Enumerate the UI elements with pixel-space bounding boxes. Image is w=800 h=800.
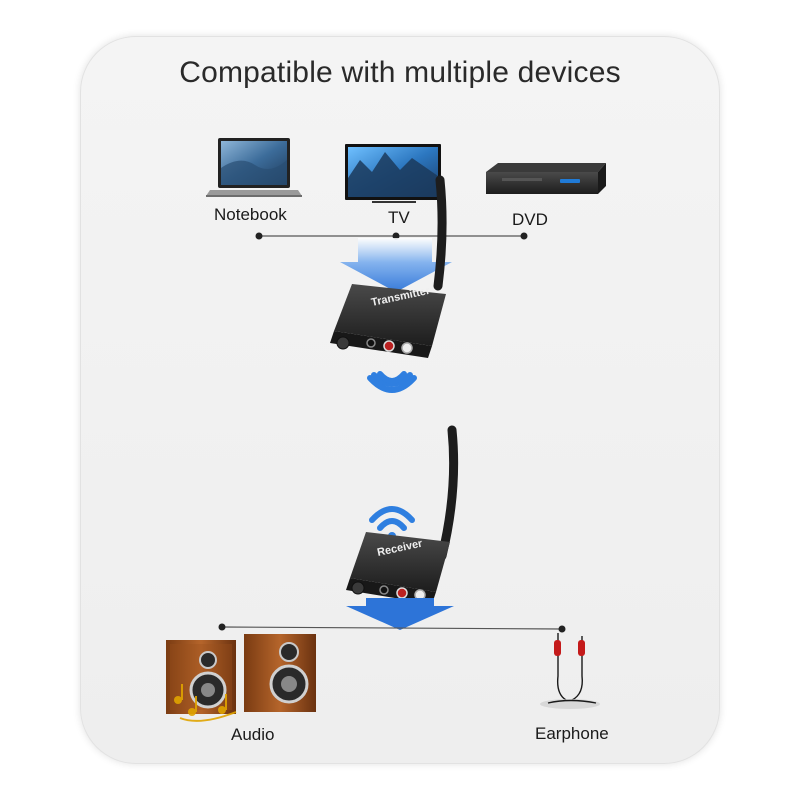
earphone-icon bbox=[540, 633, 600, 709]
output-label-earphone: Earphone bbox=[535, 724, 609, 743]
wifi-signal-up-icon bbox=[369, 506, 415, 531]
diagram-title: Compatible with multiple devices bbox=[179, 56, 621, 89]
speakers-icon bbox=[166, 634, 316, 722]
output-arrow bbox=[346, 598, 454, 630]
dvd-player-icon bbox=[486, 163, 606, 194]
laptop-icon bbox=[206, 138, 302, 197]
wifi-waves-down bbox=[367, 371, 417, 393]
tv-icon bbox=[345, 144, 441, 203]
source-label-dvd: DVD bbox=[512, 210, 548, 229]
source-connector-line bbox=[255, 232, 528, 240]
output-connector-line bbox=[218, 623, 566, 633]
transmitter-device: Transmitter bbox=[330, 175, 447, 358]
source-label-notebook: Notebook bbox=[214, 205, 287, 224]
receiver-device: Receiver bbox=[346, 425, 459, 604]
output-label-audio: Audio bbox=[231, 725, 275, 744]
input-arrow bbox=[340, 238, 452, 292]
source-label-tv: TV bbox=[388, 208, 410, 227]
